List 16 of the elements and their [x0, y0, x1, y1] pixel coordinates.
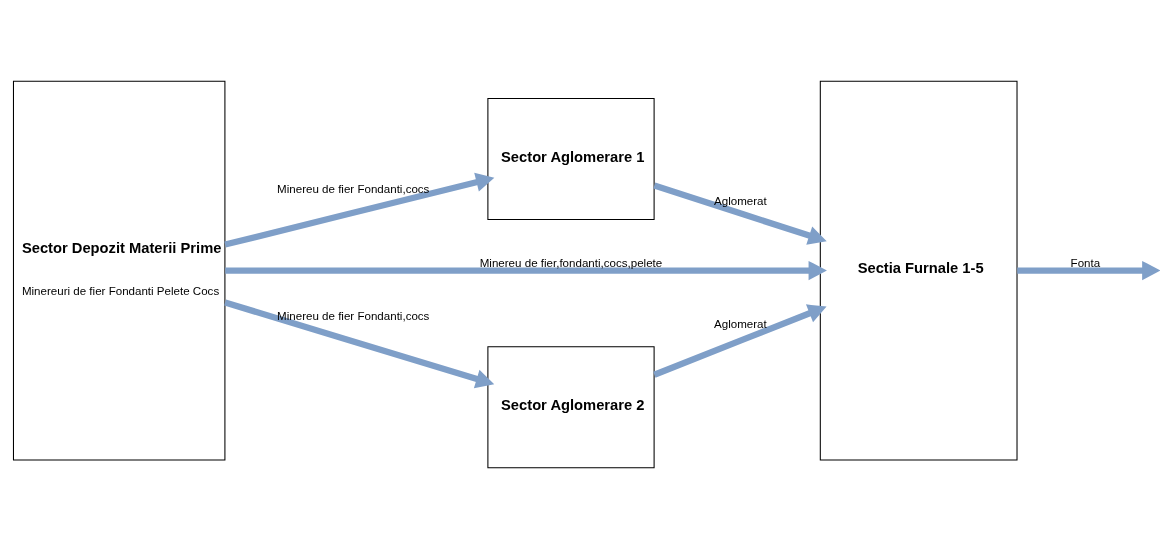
arrow	[1017, 260, 1160, 280]
node-box: Sectia Furnale 1-5	[819, 80, 1018, 460]
arrow	[224, 298, 495, 388]
edge-label: Aglomerat	[714, 194, 767, 207]
arrow	[653, 303, 827, 378]
edge-label: Minereu de fier Fondanti,cocs	[277, 182, 430, 194]
node-box: Sector Aglomerare 1	[487, 97, 655, 220]
arrow	[653, 182, 827, 245]
edge-label: Minereu de fier,fondanti,cocs,pelete	[479, 256, 663, 269]
edge-label: Minereu de fier Fondanti,cocs	[277, 309, 430, 322]
node-box: Sector Depozit Materii Prime Minereuri de fier Fondanti Pelete Cocs	[12, 80, 226, 460]
node-box: Sector Aglomerare 2	[487, 345, 655, 468]
edge-label: Fonta	[1070, 256, 1101, 269]
edge-label: Aglomerat	[714, 317, 767, 330]
arrow	[224, 172, 495, 248]
arrow	[225, 260, 827, 280]
